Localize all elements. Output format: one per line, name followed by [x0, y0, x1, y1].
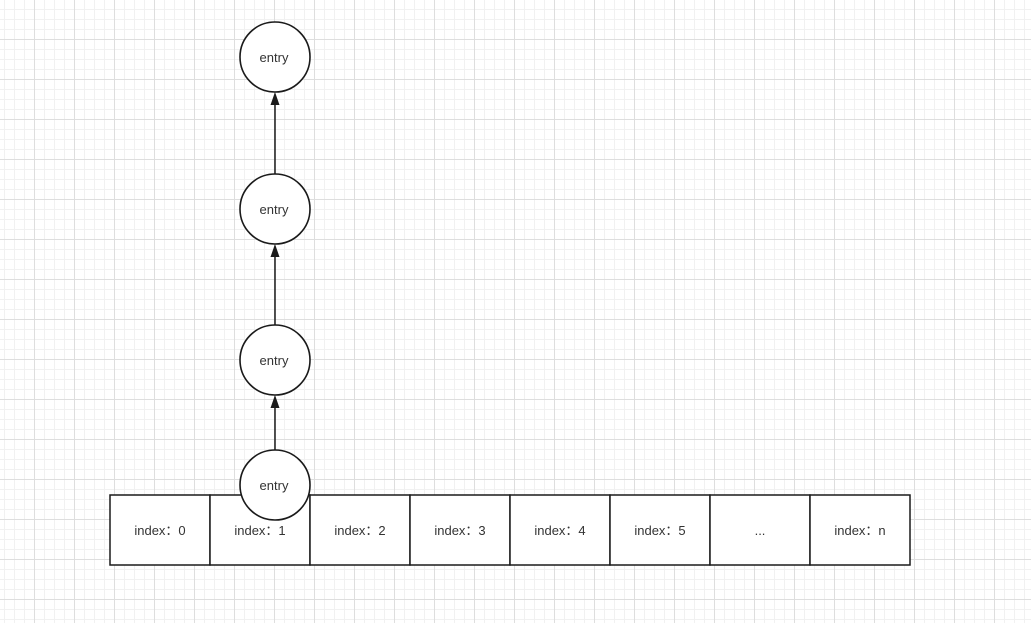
bucket-cell: index：0 [109, 494, 211, 566]
chain-arrow [270, 92, 280, 174]
entry-node-label: entry [260, 202, 289, 217]
bucket-cell: index：5 [609, 494, 711, 566]
entry-node-circle [239, 449, 311, 521]
bucket-cell: index：3 [409, 494, 511, 566]
bucket-cell-label: index：2 [334, 523, 385, 538]
chain-arrow [270, 244, 280, 325]
bucket-cell-box [609, 494, 711, 566]
arrow-head-icon [270, 395, 280, 408]
bucket-cell: index：4 [509, 494, 611, 566]
bucket-cell-label: index：n [834, 523, 885, 538]
chain-links [270, 92, 280, 450]
bucket-cell-label: index：5 [634, 523, 685, 538]
entry-node-label: entry [260, 353, 289, 368]
arrow-head-icon [270, 244, 280, 257]
bucket-cell: ... [709, 494, 811, 566]
entry-node: entry [239, 324, 311, 396]
entry-chain: entry entry entry entry [239, 21, 311, 521]
bucket-cell-label: index：1 [234, 523, 285, 538]
entry-node-circle [239, 173, 311, 245]
entry-node-circle [239, 324, 311, 396]
bucket-cell-box [709, 494, 811, 566]
bucket-cell-box [109, 494, 211, 566]
entry-node-label: entry [260, 478, 289, 493]
arrow-head-icon [270, 92, 280, 105]
bucket-cell-box [509, 494, 611, 566]
bucket-cell-label: index：3 [434, 523, 485, 538]
entry-node: entry [239, 173, 311, 245]
entry-node: entry [239, 21, 311, 93]
chain-arrow [270, 395, 280, 450]
bucket-cell: index：2 [309, 494, 411, 566]
bucket-cell-label: index：0 [134, 523, 185, 538]
bucket-cell-label: ... [755, 523, 766, 538]
bucket-cell-box [809, 494, 911, 566]
bucket-cell-label: index：4 [534, 523, 585, 538]
bucket-cell: index：n [809, 494, 911, 566]
entry-node-label: entry [260, 50, 289, 65]
entry-node-circle [239, 21, 311, 93]
entry-node: entry [239, 449, 311, 521]
bucket-array: index：0 index：1 index：2 index：3 index：4 index… [109, 494, 911, 566]
